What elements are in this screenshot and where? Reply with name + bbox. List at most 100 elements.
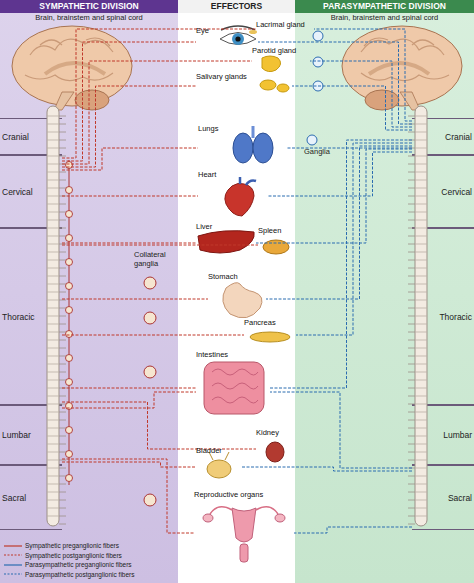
legend-sample (4, 543, 22, 549)
region-label: Sacral (2, 493, 26, 503)
ganglion (313, 57, 323, 67)
nerve-fiber (62, 462, 196, 467)
nerve-fiber (270, 392, 412, 468)
region-label: Thoracic (2, 312, 35, 322)
lung-drawing (233, 133, 253, 163)
organ-label: Bladder (196, 446, 242, 455)
ganglion (66, 475, 73, 482)
nerve-fiber (62, 148, 198, 170)
organ-label: Kidney (256, 428, 294, 437)
organ-label: Lacrimal gland (256, 20, 314, 29)
nerve-fiber (268, 152, 412, 196)
region-label: Cervical (441, 187, 472, 197)
uterus-drawing (232, 508, 256, 542)
legend-sample (4, 562, 22, 568)
pupil (235, 36, 240, 41)
nerve-fiber (62, 61, 252, 164)
organ-label: Reproductive organs (194, 490, 294, 499)
ganglion (144, 277, 156, 289)
effector-organ: Salivary glands (196, 72, 292, 94)
ganglion (66, 187, 73, 194)
corpus-callosum (45, 63, 105, 74)
ganglion (313, 31, 323, 41)
ganglion (313, 81, 323, 91)
legend-row: Sympathetic preganglionic fibers (4, 541, 176, 551)
spinal-cord (47, 106, 59, 526)
trachea (252, 126, 255, 138)
ganglion (307, 135, 317, 145)
organ-label: Liver (196, 222, 256, 231)
band-heading: PARASYMPATHETIC DIVISION (295, 0, 474, 13)
nerve-fiber (62, 335, 244, 336)
ganglion (66, 259, 73, 266)
legend-row: Sympathetic postganglionic fibers (4, 551, 176, 561)
iris (232, 33, 244, 45)
pancreas-drawing (250, 332, 290, 342)
legend-sample (4, 552, 22, 558)
ganglion (144, 366, 156, 378)
region-label: Lumbar (443, 430, 472, 440)
region-label: Thoracic (439, 312, 472, 322)
ganglia-label: Ganglia (304, 147, 344, 156)
band-subtitle: Brain, brainstem and spinal cord (295, 13, 474, 23)
salivary-drawing (260, 80, 276, 90)
nerve-fiber (62, 459, 194, 533)
organ-label: Stomach (208, 272, 266, 281)
region-label: Cranial (445, 132, 472, 142)
ganglion (144, 494, 156, 506)
ganglion (66, 307, 73, 314)
ganglion (66, 331, 73, 338)
intestine-drawing (204, 362, 264, 414)
nerve-fiber (62, 245, 258, 246)
nerve-fiber (296, 143, 412, 335)
organ-label: Eye (196, 26, 258, 35)
organ-label: Pancreas (244, 318, 296, 327)
nerve-fiber (266, 146, 412, 299)
nerve-fiber (62, 196, 198, 197)
ganglion (66, 162, 73, 169)
organ-label: Salivary glands (196, 72, 292, 81)
vagina-drawing (240, 544, 248, 562)
nerve-fiber (256, 149, 412, 243)
organ-label: Parotid gland (252, 46, 310, 55)
legend-line (4, 545, 22, 546)
nerve-fiber (62, 42, 196, 161)
nerve-fiber (62, 243, 196, 244)
band-heading: EFFECTORS (178, 0, 295, 13)
region-label: Sacral (448, 493, 472, 503)
nerve-roots (59, 110, 66, 525)
kidney-drawing (266, 442, 284, 462)
nerve-fiber (258, 42, 412, 124)
bladder-drawing (207, 460, 231, 478)
nerve-fiber (314, 29, 412, 121)
region-label: Cervical (2, 187, 33, 197)
legend: Sympathetic preganglionic fibersSympathe… (4, 541, 176, 579)
ganglion (144, 312, 156, 324)
nerve-fiber (62, 388, 196, 389)
nerve-fiber (292, 86, 412, 130)
lacrimal-drawing (249, 30, 257, 34)
salivary-drawing (277, 84, 289, 92)
legend-sample (4, 571, 22, 577)
cord-segments (47, 110, 59, 522)
ganglion (66, 451, 73, 458)
legend-text: Parasympathetic postganglionic fibers (25, 570, 134, 580)
legend-row: Parasympathetic postganglionic fibers (4, 570, 176, 580)
organ-label: Intestines (196, 350, 270, 359)
nerve-fiber (62, 29, 256, 158)
spleen-drawing (263, 240, 289, 254)
ganglion (66, 379, 73, 386)
ganglion (66, 283, 73, 290)
legend-text: Sympathetic preganglionic fibers (25, 541, 119, 551)
ovary-drawing (275, 514, 285, 522)
nerve-fiber (310, 61, 412, 127)
band-subtitle: Brain, brainstem and spinal cord (0, 13, 178, 23)
legend-text: Parasympathetic preganglionic fibers (25, 560, 132, 570)
legend-row: Parasympathetic preganglionic fibers (4, 560, 176, 570)
ganglia-label: Collateral ganglia (134, 250, 178, 268)
ganglion (66, 427, 73, 434)
nerve-fiber (62, 402, 256, 449)
nerve-fiber (270, 140, 412, 388)
ovary-drawing (203, 514, 213, 522)
